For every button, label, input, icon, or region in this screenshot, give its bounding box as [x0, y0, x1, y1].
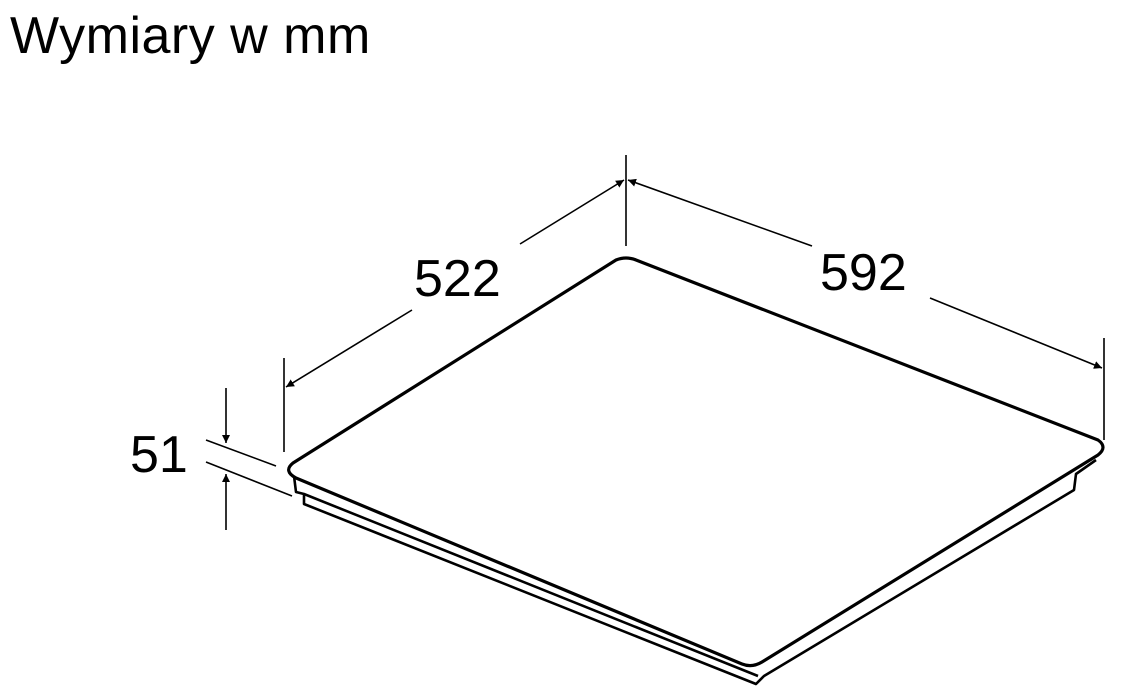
hob-housing	[292, 458, 1097, 686]
height-extension-line-bottom	[205, 461, 293, 497]
width-dimension-line-lower	[929, 297, 1103, 369]
height-value: 51	[130, 426, 188, 484]
page-title: Wymiary w mm	[10, 7, 371, 65]
depth-dimension-line-upper	[519, 179, 625, 245]
hob-top-plate	[287, 256, 1105, 668]
height-dimension	[205, 388, 293, 530]
depth-dimension-line-lower	[285, 309, 413, 388]
width-value: 592	[820, 244, 907, 302]
depth-dimension	[283, 155, 627, 452]
depth-value: 522	[414, 250, 501, 308]
width-dimension	[627, 178, 1105, 440]
width-dimension-line-upper	[627, 178, 813, 247]
height-extension-line-top	[205, 439, 277, 467]
